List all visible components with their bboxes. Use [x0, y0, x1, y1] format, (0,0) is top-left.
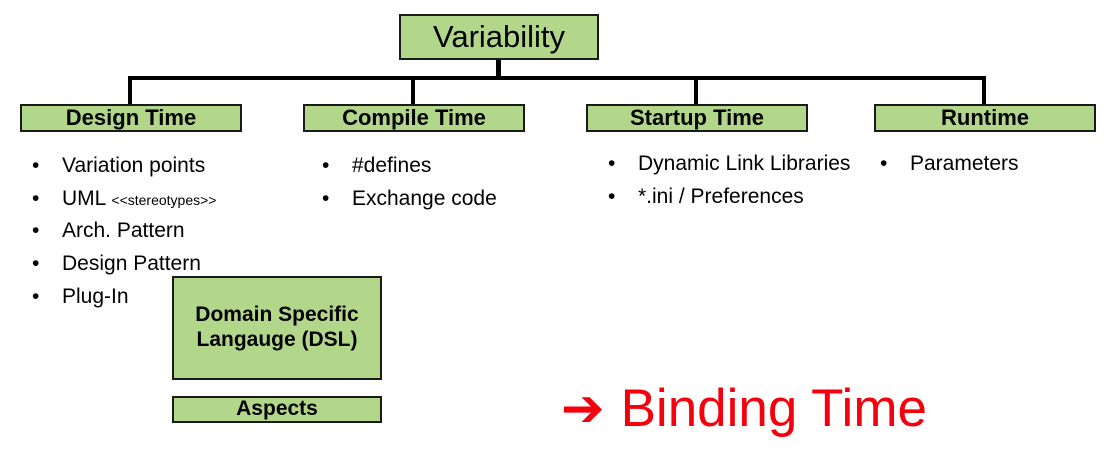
binding-time-label: Binding Time [620, 379, 927, 438]
bullet-list-startup-time: • Dynamic Link Libraries • *.ini / Prefe… [608, 150, 853, 215]
bullet-icon: • [32, 284, 40, 308]
right-arrow-icon: ➔ [561, 378, 605, 439]
bullet-icon: • [880, 152, 888, 175]
list-item[interactable]: • Plug-In [32, 283, 302, 311]
list-item[interactable]: • Parameters [880, 150, 1100, 178]
bullet-icon: • [32, 186, 40, 210]
node-runtime[interactable]: Runtime [874, 104, 1096, 132]
connector-drop-compile-time [411, 76, 415, 106]
list-item[interactable]: • Design Pattern [32, 250, 302, 278]
bullet-icon: • [322, 154, 330, 177]
bullet-icon: • [32, 252, 40, 276]
list-item-label: UML <<stereotypes>> [62, 185, 302, 213]
bullet-icon: • [608, 152, 616, 175]
list-item-label: *.ini / Preferences [638, 184, 804, 208]
bullet-icon: • [608, 184, 616, 208]
list-item-label: Parameters [910, 152, 1019, 175]
binding-time-callout: ➔ Binding Time [561, 382, 927, 435]
list-item-label: Exchange code [352, 186, 497, 210]
bullet-icon: • [322, 186, 330, 210]
bullet-list-compile-time: • #defines • Exchange code [322, 152, 572, 217]
list-item[interactable]: • #defines [322, 152, 572, 180]
bullet-icon: • [32, 219, 40, 243]
bullet-list-design-time: • Variation points • UML <<stereotypes>>… [32, 152, 302, 316]
connector-root-stem [496, 60, 501, 80]
connector-drop-design-time [128, 76, 132, 106]
node-domain-specific-language[interactable]: Domain Specific Langauge (DSL) [172, 276, 382, 380]
list-item-label: Dynamic Link Libraries [638, 152, 851, 175]
uml-stereotype-annotation: <<stereotypes>> [111, 191, 217, 208]
list-item[interactable]: • *.ini / Preferences [608, 183, 853, 211]
list-item[interactable]: • Variation points [32, 152, 302, 180]
connector-horizontal-bus [130, 76, 986, 80]
list-item-label: Plug-In [62, 284, 129, 308]
connector-drop-runtime [982, 76, 986, 106]
list-item-label: Arch. Pattern [62, 219, 185, 243]
list-item-text: UML [62, 186, 106, 210]
list-item-label: #defines [352, 154, 432, 177]
node-design-time[interactable]: Design Time [20, 104, 242, 132]
node-aspects[interactable]: Aspects [172, 396, 382, 423]
list-item[interactable]: • Exchange code [322, 185, 572, 213]
node-variability[interactable]: Variability [399, 14, 599, 60]
list-item[interactable]: • UML <<stereotypes>> [32, 185, 302, 213]
node-startup-time[interactable]: Startup Time [586, 104, 808, 132]
list-item[interactable]: • Dynamic Link Libraries [608, 150, 853, 178]
bullet-list-runtime: • Parameters [880, 150, 1100, 183]
connector-drop-startup-time [694, 76, 698, 106]
list-item[interactable]: • Arch. Pattern [32, 217, 302, 245]
bullet-icon: • [32, 154, 40, 177]
list-item-label: Design Pattern [62, 252, 201, 276]
node-compile-time[interactable]: Compile Time [303, 104, 525, 132]
list-item-label: Variation points [62, 154, 206, 177]
